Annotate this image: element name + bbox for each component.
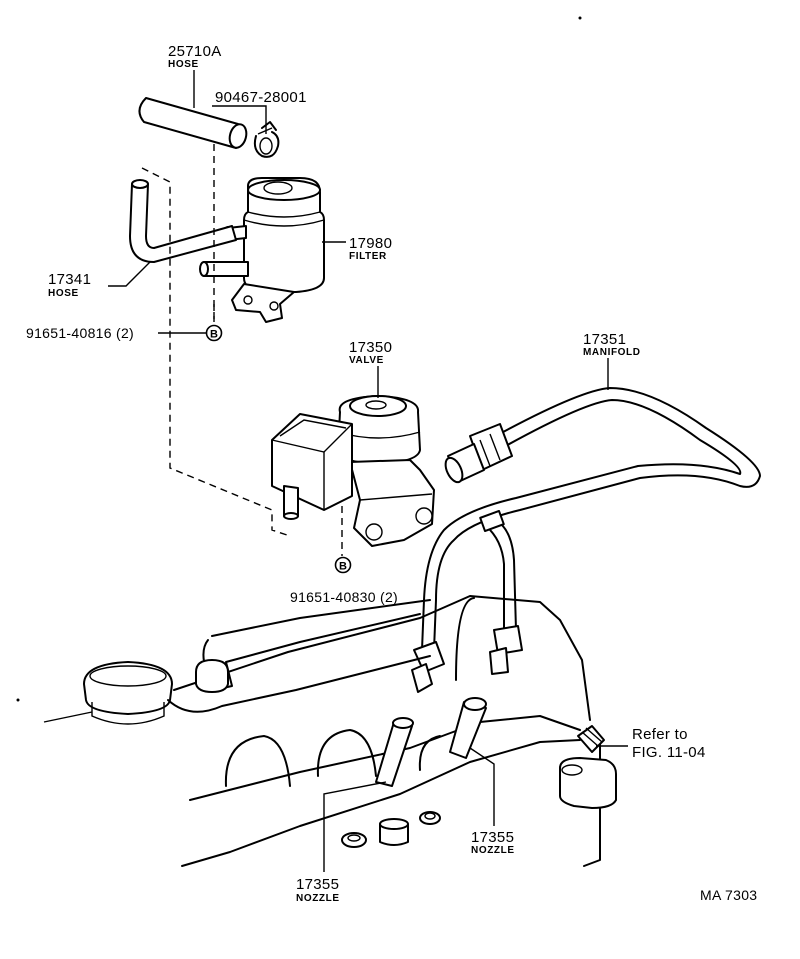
assembly-lines: [141, 144, 343, 556]
label-nozzle-right: 17355 NOZZLE: [471, 829, 515, 856]
label-filter-17980: 17980 FILTER: [349, 235, 392, 262]
label-nozzle-left: 17355 NOZZLE: [296, 876, 340, 904]
filter-17980: [199, 177, 325, 323]
leader-lines: [108, 70, 628, 872]
label-bolt-91651-40816: 91651-40816 (2): [26, 325, 134, 341]
label-reference: Refer to FIG. 11-04: [632, 726, 706, 761]
bolt-marker-filter-letter: B: [210, 329, 218, 341]
bolt-marker-valve-letter: B: [339, 561, 347, 573]
bolt-marker-filter: B: [205, 324, 223, 342]
part-name: FILTER: [349, 251, 387, 262]
engine-cylinder-head: [43, 595, 617, 867]
part-name: VALVE: [349, 355, 384, 366]
part-name: MANIFOLD: [583, 347, 641, 358]
part-number: 25710A: [168, 43, 222, 60]
label-bolt-91651-40830: 91651-40830 (2): [290, 589, 398, 605]
hose-25710a: [138, 97, 248, 149]
bolt-marker-valve: B: [334, 556, 352, 574]
speck: [578, 16, 582, 20]
part-number: 91651-40816 (2): [26, 325, 134, 341]
label-clamp-90467: 90467-28001: [215, 89, 307, 106]
clamp-90467: [253, 121, 280, 158]
label-drawing-code: MA 7303: [700, 887, 757, 903]
part-number: 17351: [583, 331, 626, 348]
part-name: HOSE: [168, 59, 199, 70]
reference-line1: Refer to: [632, 726, 688, 743]
label-hose-17341: 17341 HOSE: [48, 271, 91, 299]
valve-17350: [271, 395, 435, 547]
part-number: 90467-28001: [215, 89, 307, 106]
label-valve-17350: 17350 VALVE: [349, 339, 392, 366]
part-number: 17980: [349, 235, 392, 252]
hose-17341: [129, 179, 237, 263]
part-name: NOZZLE: [471, 845, 515, 856]
part-number: 91651-40830 (2): [290, 589, 398, 605]
speck: [16, 698, 20, 702]
label-manifold-17351: 17351 MANIFOLD: [583, 331, 641, 358]
nozzle-right: [449, 597, 487, 759]
part-name: NOZZLE: [296, 893, 340, 904]
part-number: 17341: [48, 271, 91, 288]
reference-line2: FIG. 11-04: [632, 744, 706, 761]
nozzle-left: [375, 717, 414, 787]
drawing-code: MA 7303: [700, 887, 757, 903]
part-number: 17355: [296, 876, 339, 893]
part-number: 17355: [471, 829, 514, 846]
part-number: 17350: [349, 339, 392, 356]
label-hose-25710a: 25710A HOSE: [168, 43, 222, 70]
part-name: HOSE: [48, 288, 79, 299]
manifold-17351: [411, 387, 761, 693]
